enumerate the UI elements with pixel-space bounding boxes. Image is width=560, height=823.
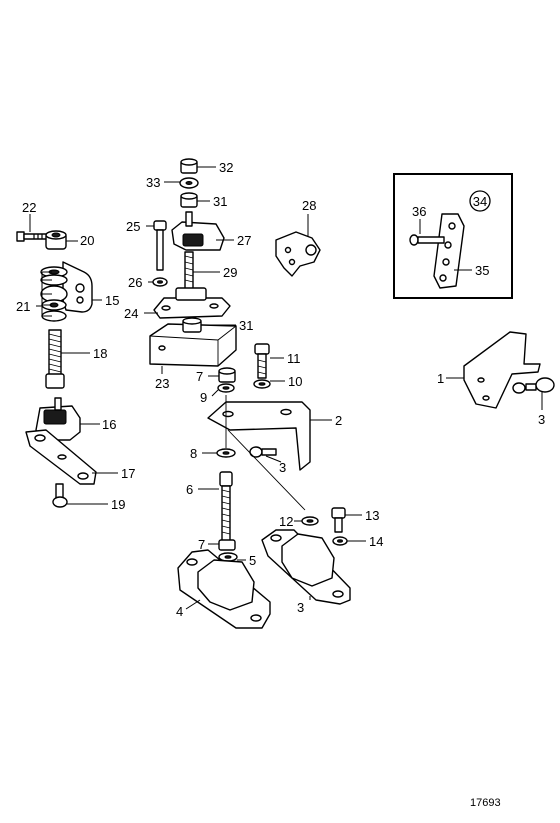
bracket-part-17 [62,261,93,313]
bolt-part-14 [331,507,346,533]
label-14: 13 [365,508,379,523]
bolt-part-24 [16,231,49,242]
label-7-upper: 7 [196,369,203,384]
washer-part-11 [301,516,319,526]
nut-part-7-upper [218,367,236,383]
stud-part-20 [45,329,65,389]
washer-part-28 [152,277,168,287]
washer-part-9 [217,383,235,393]
block-part-25 [149,323,237,367]
label-11: 12 [279,514,293,529]
label-2: 2 [335,413,342,428]
bracket-part-1 [463,331,541,409]
label-33: 33 [146,175,160,190]
label-6: 6 [186,482,193,497]
label-17: 15 [105,293,119,308]
label-12: 10 [288,374,302,389]
label-1: 1 [437,371,444,386]
bolt-part-3-right [525,377,555,393]
rubber-mount-part-29 [171,211,225,251]
rubber-mount-part-10 [261,529,351,605]
center-upper-assembly [149,158,237,367]
plate-part-26 [153,287,231,319]
label-24: 22 [22,200,36,215]
label-16: 28 [302,198,316,213]
label-30: 29 [223,265,237,280]
label-28: 26 [128,275,142,290]
label-31-block: 31 [239,318,253,333]
nut-part-31-block [182,317,202,333]
label-18: 16 [102,417,116,432]
label-27: 25 [126,219,140,234]
label-5: 5 [249,553,256,568]
rubber-mount-part-4 [177,549,271,629]
label-3-center: 3 [279,460,286,475]
label-10: 3 [297,600,304,615]
screw-part-21 [52,483,68,508]
bracket-part-2 [207,401,311,471]
screw-part-3-center [249,446,277,458]
label-3-right: 3 [538,412,545,427]
washer-part-12 [253,379,271,389]
washer-part-5 [218,552,238,562]
nut-part-32 [180,158,198,174]
bolt-part-27 [153,220,167,271]
label-4: 4 [176,604,183,619]
label-31-top: 31 [213,194,227,209]
nut-part-7-lower [218,539,236,551]
label-29: 27 [237,233,251,248]
label-32: 32 [219,160,233,175]
plate-part-35 [433,213,465,289]
label-35: 35 [475,263,489,278]
label-7-lower: 7 [198,537,205,552]
part-labels: 22 20 21 15 18 16 17 19 32 33 31 25 27 2… [16,160,545,619]
plate-part-19 [25,429,97,485]
label-23: 21 [16,299,30,314]
washer-part-33 [179,177,199,189]
screw-part-36 [409,234,445,246]
label-21: 19 [111,497,125,512]
label-9: 9 [200,390,207,405]
washer-part-15 [332,536,348,546]
stud-part-6 [219,471,233,543]
washer-part-8 [216,448,236,458]
stud-part-30 [184,251,194,291]
center-lower-assembly [177,343,351,629]
leader-lines [29,166,543,610]
inset-panel: 34 [393,173,513,299]
label-19: 17 [121,466,135,481]
label-15: 14 [369,534,383,549]
spacer-part-31-top [180,192,198,208]
bracket-part-16 [275,231,321,277]
label-13: 11 [287,351,301,366]
reference-number: 17693 [470,797,501,809]
mount-part-18 [35,397,81,441]
label-20: 18 [93,346,107,361]
label-36: 36 [412,204,426,219]
bolt-part-13 [254,343,270,379]
nut-part-22 [45,230,67,250]
left-assembly [16,230,97,508]
label-8: 8 [190,446,197,461]
label-22: 20 [80,233,94,248]
label-26: 24 [124,306,138,321]
label-25: 23 [155,376,169,391]
inset-callout-label: 34 [473,194,487,209]
